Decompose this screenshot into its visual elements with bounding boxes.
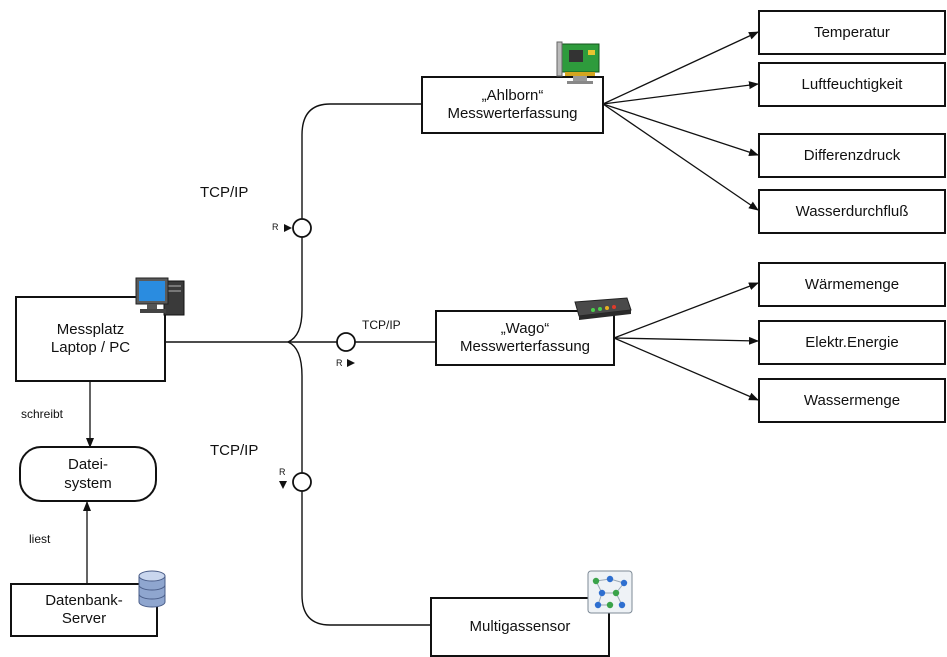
- arrow-ahlborn-wasserdurchfluss: [602, 103, 759, 211]
- arrow-wago-waermemenge: [613, 282, 759, 339]
- wago-line1: „Wago“: [500, 320, 550, 337]
- wago-box: „Wago“ Messwerterfassung: [435, 310, 615, 366]
- network-grid-icon: [587, 570, 633, 614]
- messplatz-line2: Laptop / PC: [50, 339, 131, 356]
- dateisystem-line1: Datei-: [67, 456, 108, 473]
- label-tcp-top: TCP/IP: [200, 184, 249, 201]
- label-schreibt: schreibt: [21, 407, 64, 421]
- output-waermemenge: Wärmemenge: [758, 262, 946, 307]
- computer-icon: [135, 277, 185, 316]
- connector-circle-top: [292, 218, 312, 238]
- dateisystem-node: Datei- system: [19, 446, 157, 502]
- r-arrow-top: [284, 224, 292, 232]
- messplatz-line1: Messplatz: [56, 321, 125, 338]
- ahlborn-line1: „Ahlborn“: [481, 87, 544, 104]
- database-icon: [138, 570, 166, 608]
- connector-circle-bottom: [292, 472, 312, 492]
- datenbank-line1: Datenbank-: [45, 592, 123, 609]
- label-r-mid: R: [336, 358, 343, 368]
- datenbank-box: Datenbank- Server: [10, 583, 158, 637]
- dateisystem-line2: system: [64, 475, 112, 492]
- output-temperatur: Temperatur: [758, 10, 946, 55]
- label-liest: liest: [29, 532, 51, 546]
- output-elektr-energie: Elektr.Energie: [758, 320, 946, 365]
- output-wasserdurchfluss: Wasserdurchfluß: [758, 189, 946, 234]
- output-differenzdruck: Differenzdruck: [758, 133, 946, 178]
- output-luftfeuchtigkeit: Luftfeuchtigkeit: [758, 62, 946, 107]
- label-tcp-bottom: TCP/IP: [210, 442, 259, 459]
- line-hub-multigas: [287, 341, 430, 626]
- arrow-ahlborn-luftfeuchtigkeit: [602, 81, 759, 105]
- r-arrow-bottom: [279, 481, 287, 489]
- connector-circle-mid: [336, 332, 356, 352]
- arrow-ahlborn-temperatur: [602, 31, 759, 105]
- arrow-wago-energie: [613, 336, 759, 345]
- label-r-top: R: [272, 222, 279, 232]
- r-arrow-mid: [347, 359, 355, 367]
- multigas-box: Multigassensor: [430, 597, 610, 657]
- ahlborn-line2: Messwerterfassung: [447, 105, 578, 122]
- line-hub-ahlborn: [287, 103, 422, 343]
- label-r-bottom: R: [279, 467, 286, 477]
- datenbank-line2: Server: [61, 610, 107, 627]
- network-card-icon: [556, 41, 600, 84]
- arrow-wago-wassermenge: [613, 337, 759, 401]
- multigas-line1: Multigassensor: [469, 618, 571, 635]
- output-wassermenge: Wassermenge: [758, 378, 946, 423]
- ahlborn-box: „Ahlborn“ Messwerterfassung: [421, 76, 604, 134]
- label-tcp-mid: TCP/IP: [362, 318, 401, 332]
- arrow-ahlborn-differenzdruck: [602, 103, 759, 156]
- router-icon: [574, 297, 632, 320]
- wago-line2: Messwerterfassung: [459, 338, 591, 355]
